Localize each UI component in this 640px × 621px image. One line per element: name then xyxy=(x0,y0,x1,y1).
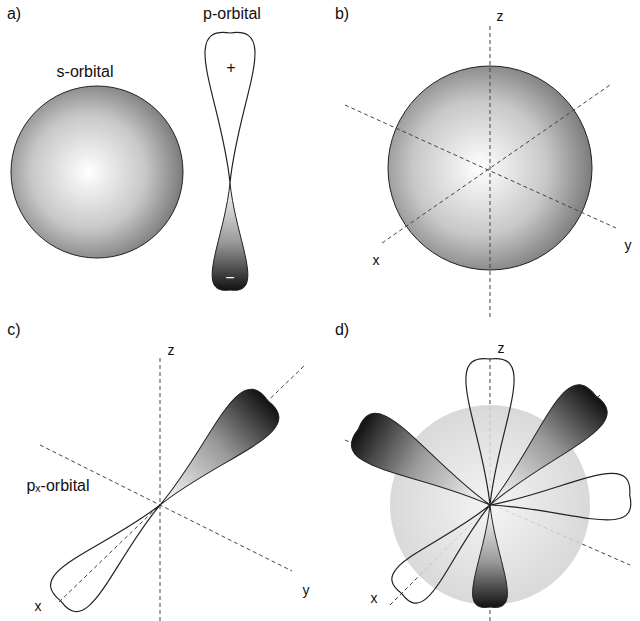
panel-letter: a) xyxy=(7,6,21,22)
s-orbital-sphere xyxy=(11,86,183,258)
axis-label: x xyxy=(35,599,42,613)
axis-label: x xyxy=(371,591,378,605)
shaded-lobes xyxy=(345,378,614,608)
orbital-name: pₓ-orbital xyxy=(26,478,89,494)
px-lobe-shaded xyxy=(143,382,286,523)
axis-label: y xyxy=(303,583,310,597)
outline-lobes xyxy=(386,359,632,609)
axis-label: z xyxy=(497,9,504,23)
axis-label: x xyxy=(373,253,380,267)
panel-letter: c) xyxy=(7,322,20,338)
p-lobe-negative xyxy=(212,183,248,290)
phase-sign: + xyxy=(226,60,235,76)
axes-d xyxy=(345,358,630,621)
p-lobe-positive xyxy=(205,32,255,183)
orbital-name: p-orbital xyxy=(203,6,261,22)
axis-label: z xyxy=(168,343,175,357)
orbital-name: s-orbital xyxy=(57,64,114,80)
axis-label: y xyxy=(625,238,632,252)
axes-b xyxy=(345,26,616,318)
panel-letter: d) xyxy=(335,322,349,338)
panel-letter: b) xyxy=(335,6,349,22)
px-lobe-outline xyxy=(44,488,176,618)
phase-sign: − xyxy=(225,270,234,286)
axis-label: z xyxy=(498,341,505,355)
